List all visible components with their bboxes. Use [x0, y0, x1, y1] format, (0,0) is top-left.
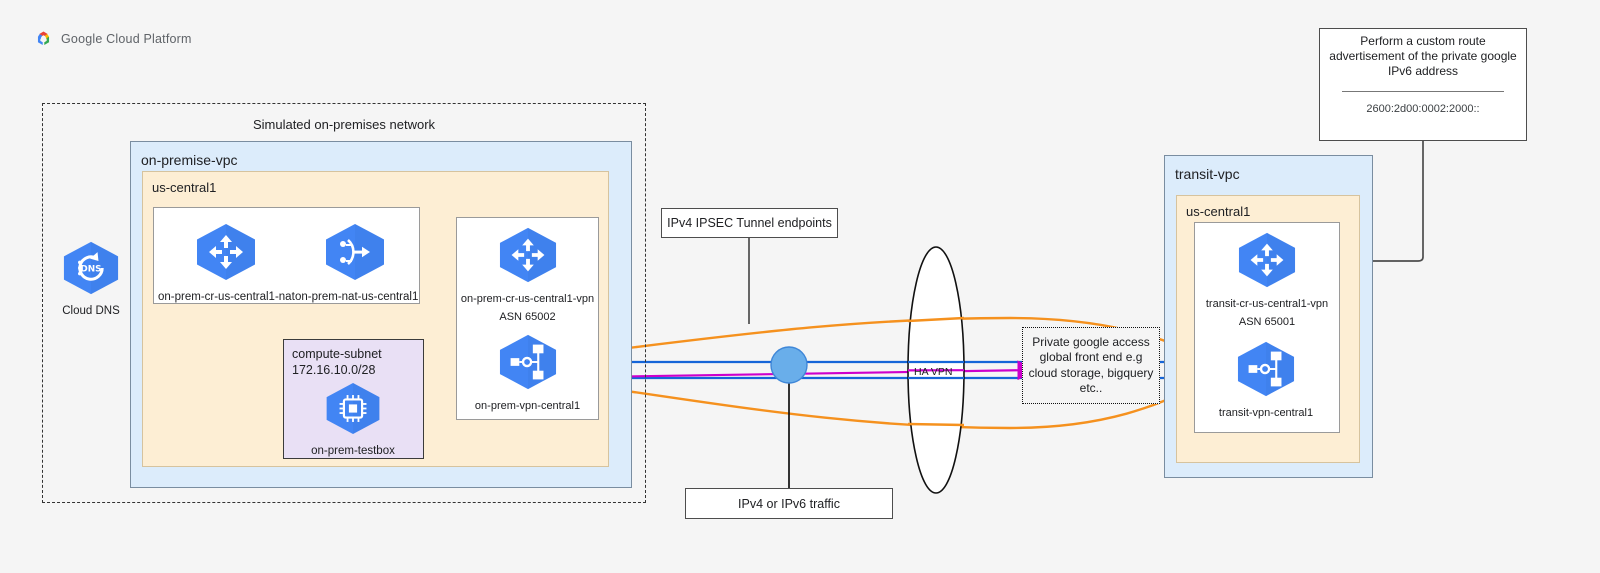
node-on-prem-cr-us-central1-nat[interactable]: on-prem-cr-us-central1-nat: [158, 222, 295, 305]
note-ipv6-address: 2600:2d00:0002:2000::: [1366, 103, 1480, 115]
compute-instance-icon: [323, 383, 383, 440]
node-label: Cloud DNS: [62, 305, 120, 317]
node-on-prem-nat-us-central1[interactable]: on-prem-nat-us-central1: [295, 222, 419, 305]
vpn-gateway-icon: [496, 334, 560, 395]
compute-subnet-cidr: 172.16.10.0/28: [292, 363, 376, 377]
private-google-access-note: Private google access global front end e…: [1022, 327, 1160, 404]
custom-route-advertisement-note: Perform a custom route advertisement of …: [1319, 28, 1527, 141]
cloud-router-icon: [1235, 232, 1299, 293]
vpn-gateway-icon: [1234, 341, 1298, 402]
google-cloud-logo-icon: [34, 29, 53, 48]
cloud-nat-icon: [322, 224, 388, 286]
note-divider: [1342, 91, 1504, 92]
node-label: on-prem-cr-us-central1-vpn: [460, 293, 595, 305]
node-on-prem-cr-us-central1-vpn[interactable]: on-prem-cr-us-central1-vpn ASN 65002: [458, 226, 597, 324]
ipsec-tunnel-endpoints-note: IPv4 IPSEC Tunnel endpoints: [661, 208, 838, 238]
simulated-onprem-label: Simulated on-premises network: [252, 117, 436, 132]
cloud-dns-icon: DNS: [60, 241, 122, 300]
havpn-label: HA VPN: [914, 366, 953, 378]
node-label: on-prem-nat-us-central1: [295, 291, 419, 303]
transit-vpc-label: transit-vpc: [1175, 166, 1240, 182]
onprem-vpc-label: on-premise-vpc: [141, 152, 238, 168]
node-asn: ASN 65001: [1238, 315, 1296, 328]
google-cloud-platform-logo: Google Cloud Platform: [34, 29, 192, 48]
node-asn: ASN 65002: [499, 310, 556, 323]
cloud-router-icon: [496, 227, 560, 288]
node-cloud-dns[interactable]: DNS Cloud DNS: [52, 240, 130, 319]
node-transit-cr-us-central1-vpn[interactable]: transit-cr-us-central1-vpn ASN 65001: [1196, 231, 1338, 329]
simulated-onprem-boundary: Simulated on-premises network: [42, 103, 646, 503]
compute-subnet-name: compute-subnet: [292, 347, 382, 361]
cloud-router-icon: [193, 224, 259, 286]
note-text: IPv4 or IPv6 traffic: [738, 496, 840, 511]
node-transit-vpn-central1[interactable]: transit-vpn-central1: [1202, 340, 1330, 421]
node-label: on-prem-cr-us-central1-nat: [158, 291, 295, 303]
node-on-prem-testbox[interactable]: on-prem-testbox: [303, 381, 403, 459]
onprem-region-label: us-central1: [152, 180, 217, 195]
ipv4-ipv6-traffic-note: IPv4 or IPv6 traffic: [685, 488, 893, 519]
note-text: Private google access global front end e…: [1028, 334, 1154, 396]
brand-wordmark: Google Cloud Platform: [61, 31, 192, 46]
note-text: IPv4 IPSEC Tunnel endpoints: [667, 216, 832, 230]
svg-text:DNS: DNS: [80, 265, 101, 275]
node-label: on-prem-vpn-central1: [474, 400, 581, 412]
node-on-prem-vpn-central1[interactable]: on-prem-vpn-central1: [462, 333, 593, 414]
node-label: transit-cr-us-central1-vpn: [1205, 298, 1329, 310]
transit-region-label: us-central1: [1186, 204, 1251, 219]
node-label: transit-vpn-central1: [1218, 407, 1314, 419]
note-text: Perform a custom route advertisement of …: [1329, 34, 1517, 78]
node-label: on-prem-testbox: [311, 445, 395, 457]
